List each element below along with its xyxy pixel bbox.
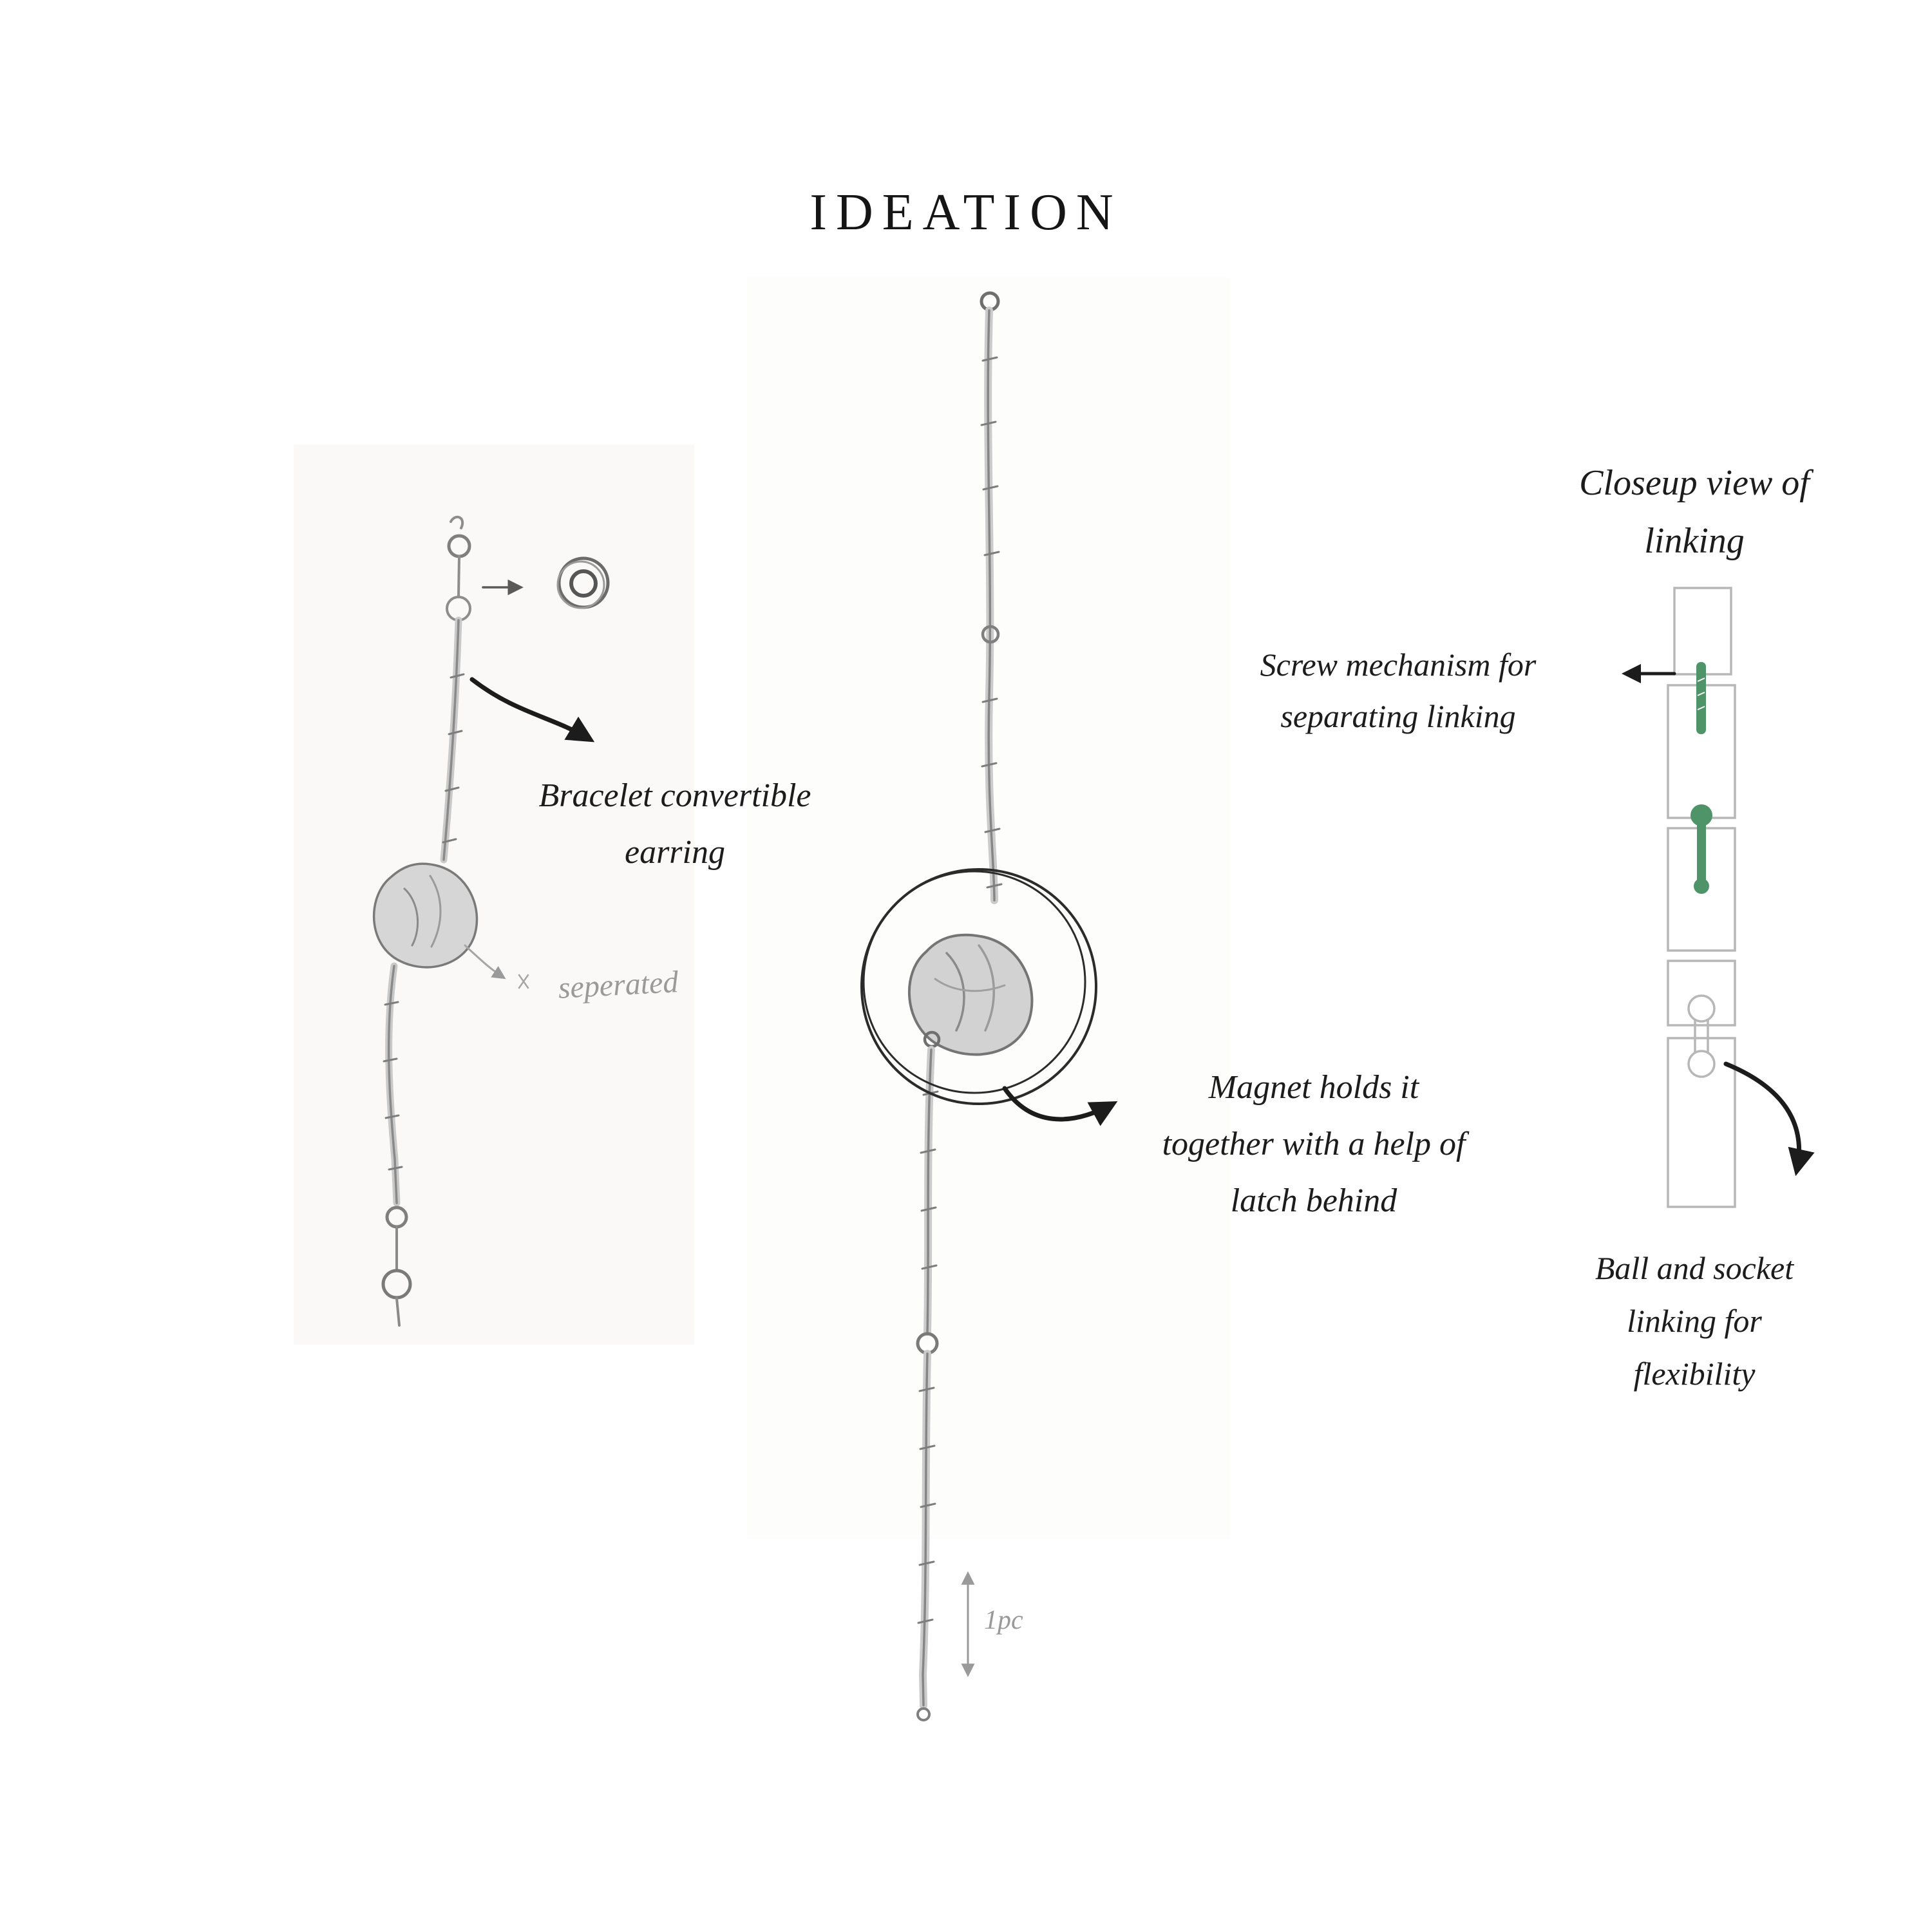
bracelet-label-line1: Bracelet convertible <box>538 777 811 814</box>
ball-note: Ball and socket linking for flexibility <box>1576 1242 1814 1400</box>
link-segment-5 <box>1667 1037 1736 1208</box>
handwritten-note: seperated <box>557 965 679 1005</box>
bottom-ring <box>916 1707 931 1721</box>
scan-backdrop-left <box>294 444 694 1345</box>
screw-note: Screw mechanism for separating linking <box>1260 639 1537 742</box>
ball-pin <box>1690 804 1712 894</box>
page-title: IDEATION <box>810 184 1122 241</box>
magnet-label-line2: together with a help of <box>1162 1126 1466 1162</box>
bracelet-label-line2: earring <box>624 834 725 871</box>
closeup-heading: Closeup view of linking <box>1579 454 1810 570</box>
screw-note-line2: separating linking <box>1280 698 1516 734</box>
knot-bead <box>372 862 478 969</box>
linking-diagram <box>1667 587 1736 1208</box>
screw-pin <box>1696 662 1706 734</box>
curved-arrow-bracelet <box>469 677 595 743</box>
magnet-label-line3: latch behind <box>1230 1182 1397 1219</box>
ball-note-line1: Ball and socket linking for <box>1595 1250 1794 1339</box>
bracelet-label: Bracelet convertible earring <box>538 768 811 881</box>
jump-ring-detail <box>482 556 610 609</box>
magnet-label-line1: Magnet holds it <box>1208 1069 1419 1106</box>
closeup-heading-line1: Closeup view of <box>1579 463 1810 503</box>
link-segment-1 <box>1673 587 1732 676</box>
magnet-label: Magnet holds it together with a help of … <box>1162 1059 1466 1229</box>
ball-socket-joint <box>1687 994 1716 1078</box>
screw-note-line1: Screw mechanism for <box>1260 647 1537 683</box>
ball-note-line2: flexibility <box>1633 1356 1756 1392</box>
mid-ring <box>981 625 1000 644</box>
dimension-label: 1pc <box>984 1605 1023 1635</box>
left-earring-sketch <box>372 515 478 1327</box>
annotation-circle <box>860 868 1097 1105</box>
ball-note-arrow <box>1723 1061 1815 1177</box>
link-segment-4 <box>1667 960 1736 1027</box>
curved-arrow-magnet <box>1002 1086 1118 1126</box>
handwriting-leader <box>464 944 529 989</box>
knot-bead <box>907 933 1034 1056</box>
closeup-heading-line2: linking <box>1644 521 1745 561</box>
center-earring-sketch <box>907 291 1034 1721</box>
